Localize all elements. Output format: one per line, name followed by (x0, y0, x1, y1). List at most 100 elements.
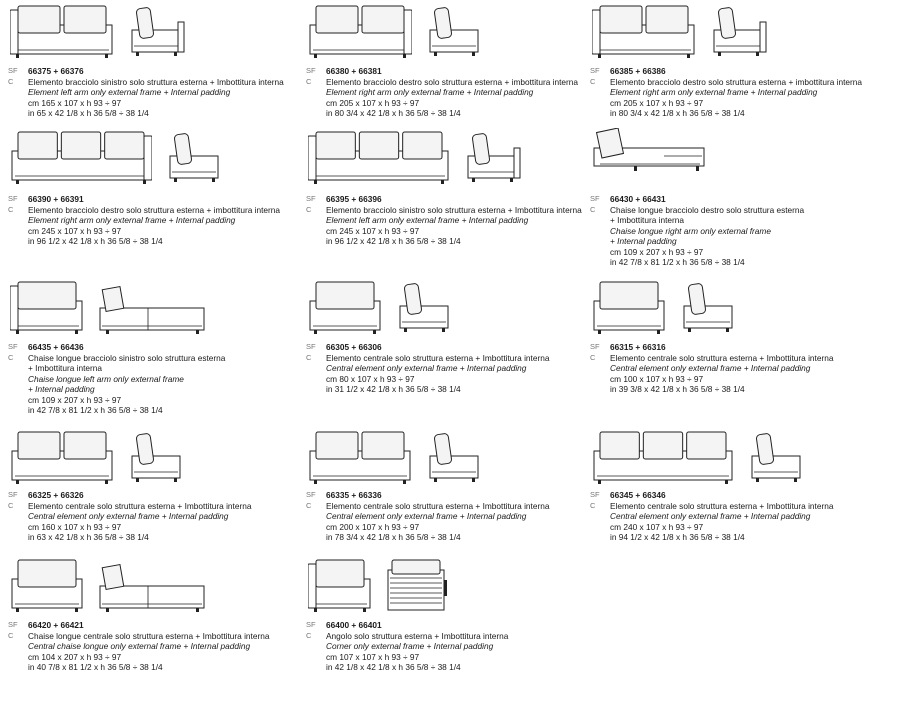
dimensions-in: in 63 x 42 1/8 x h 36 5/8 ÷ 38 1/4 (28, 532, 149, 542)
product-drawing (302, 428, 592, 496)
sf-tag: SF (590, 490, 600, 499)
description-it: Chaise longue bracciolo sinistro solo st… (28, 352, 226, 363)
product-drawing (586, 128, 876, 196)
sf-tag: SF (8, 490, 18, 499)
product-drawing (4, 428, 294, 496)
description-it: Elemento bracciolo sinistro solo struttu… (326, 204, 582, 215)
product-code: 66325 + 66326 (28, 490, 84, 500)
dimensions-cm: cm 205 x 107 x h 93 ÷ 97 (610, 97, 704, 108)
sf-tag: SF (306, 490, 316, 499)
dimensions-cm: cm 240 x 107 x h 93 ÷ 97 (610, 521, 704, 532)
description-en: Central element only external frame + In… (326, 363, 527, 373)
sofa-side-drawing (169, 133, 219, 182)
product-code: 66430 + 66431 (610, 194, 666, 204)
description-en: Corner only external frame + Internal pa… (326, 641, 494, 651)
product-drawing (302, 556, 592, 624)
sofa-side-drawing (387, 559, 447, 611)
product-code: 66420 + 66421 (28, 620, 84, 630)
dimensions-in: in 65 x 42 1/8 x h 36 5/8 ÷ 38 1/4 (28, 108, 149, 118)
dimensions-cm: cm 109 x 207 x h 93 ÷ 97 (28, 394, 122, 405)
product-code: 66385 + 66386 (610, 66, 666, 76)
sf-tag: SF (8, 66, 18, 75)
product-code: 66435 + 66436 (28, 342, 84, 352)
description-en: Central chaise longue only external fram… (28, 641, 251, 651)
dimensions-cm: cm 200 x 107 x h 93 ÷ 97 (326, 521, 420, 532)
product-entry: SF 66325 + 66326 C Elemento centrale solo … (4, 428, 294, 573)
dimensions-cm: cm 245 x 107 x h 93 ÷ 97 (326, 225, 420, 236)
sf-tag: SF (306, 342, 316, 351)
sf-tag: SF (306, 66, 316, 75)
description-en: Element right arm only external frame + … (610, 87, 818, 97)
dimensions-in: in 31 1/2 x 42 1/8 x h 36 5/8 ÷ 38 1/4 (326, 384, 461, 394)
description-it: Elemento centrale solo struttura esterna… (610, 500, 834, 511)
dimensions-cm: cm 205 x 107 x h 93 ÷ 97 (326, 97, 420, 108)
dimensions-in: in 80 3/4 x 42 1/8 x h 36 5/8 ÷ 38 1/4 (610, 108, 745, 118)
sofa-front-drawing (593, 281, 665, 334)
product-drawing (4, 2, 294, 70)
dimensions-in: in 96 1/2 x 42 1/8 x h 36 5/8 ÷ 38 1/4 (28, 236, 163, 246)
product-code: 66400 + 66401 (326, 620, 382, 630)
product-code: 66315 + 66316 (610, 342, 666, 352)
sofa-side-drawing (751, 433, 801, 482)
description-it: Elemento bracciolo destro solo struttura… (610, 76, 863, 87)
c-tag: C (306, 352, 312, 362)
product-drawing (4, 278, 294, 346)
dimensions-in: in 80 3/4 x 42 1/8 x h 36 5/8 ÷ 38 1/4 (326, 108, 461, 118)
description-en: Element right arm only external frame + … (28, 215, 236, 225)
sofa-front-drawing (309, 281, 381, 334)
description-it: Chaise longue bracciolo destro solo stru… (610, 204, 805, 215)
description-it: Elemento centrale solo struttura esterna… (28, 500, 252, 511)
dimensions-in: in 42 7/8 x 81 1/2 x h 36 5/8 ÷ 38 1/4 (28, 405, 163, 415)
dimensions-cm: cm 160 x 107 x h 93 ÷ 97 (28, 521, 122, 532)
product-drawing (586, 278, 876, 346)
dimensions-in: in 96 1/2 x 42 1/8 x h 36 5/8 ÷ 38 1/4 (326, 236, 461, 246)
product-drawing (302, 2, 592, 70)
product-drawing (4, 556, 294, 624)
description-it: Elemento centrale solo struttura esterna… (326, 352, 550, 363)
dimensions-in: in 39 3/8 x 42 1/8 x h 36 5/8 ÷ 38 1/4 (610, 384, 745, 394)
sofa-side-drawing (713, 7, 767, 56)
description-en: Central element only external frame + In… (610, 363, 811, 373)
description-it: Chaise longue centrale solo struttura es… (28, 630, 270, 641)
description-it: Elemento bracciolo sinistro solo struttu… (28, 76, 284, 87)
description-en-cont: + Internal padding (28, 384, 95, 394)
sf-tag: SF (306, 194, 316, 203)
description-en: Element left arm only external frame + I… (28, 87, 231, 97)
sofa-front-drawing (11, 559, 83, 612)
c-tag: C (8, 352, 14, 362)
dimensions-cm: cm 80 x 107 x h 93 ÷ 97 (326, 373, 415, 384)
sofa-front-drawing (593, 128, 705, 171)
description-it-cont: + Imbottitura interna (610, 215, 685, 225)
c-tag: C (306, 500, 312, 510)
c-tag: C (590, 352, 596, 362)
product-code: 66380 + 66381 (326, 66, 382, 76)
dimensions-in: in 78 3/4 x 42 1/8 x h 36 5/8 ÷ 38 1/4 (326, 532, 461, 542)
product-code: 66390 + 66391 (28, 194, 84, 204)
description-it: Angolo solo struttura esterna + Imbottit… (326, 630, 509, 641)
sofa-side-drawing (429, 7, 479, 56)
description-en: Central element only external frame + In… (28, 511, 229, 521)
dimensions-in: in 40 7/8 x 81 1/2 x h 36 5/8 ÷ 38 1/4 (28, 662, 163, 672)
c-tag: C (590, 76, 596, 86)
product-spec: SF 66325 + 66326 C Elemento centrale solo … (8, 490, 294, 543)
c-tag: C (8, 630, 14, 640)
c-tag: C (8, 500, 14, 510)
dimensions-cm: cm 165 x 107 x h 93 ÷ 97 (28, 97, 122, 108)
sofa-front-drawing (10, 5, 113, 58)
